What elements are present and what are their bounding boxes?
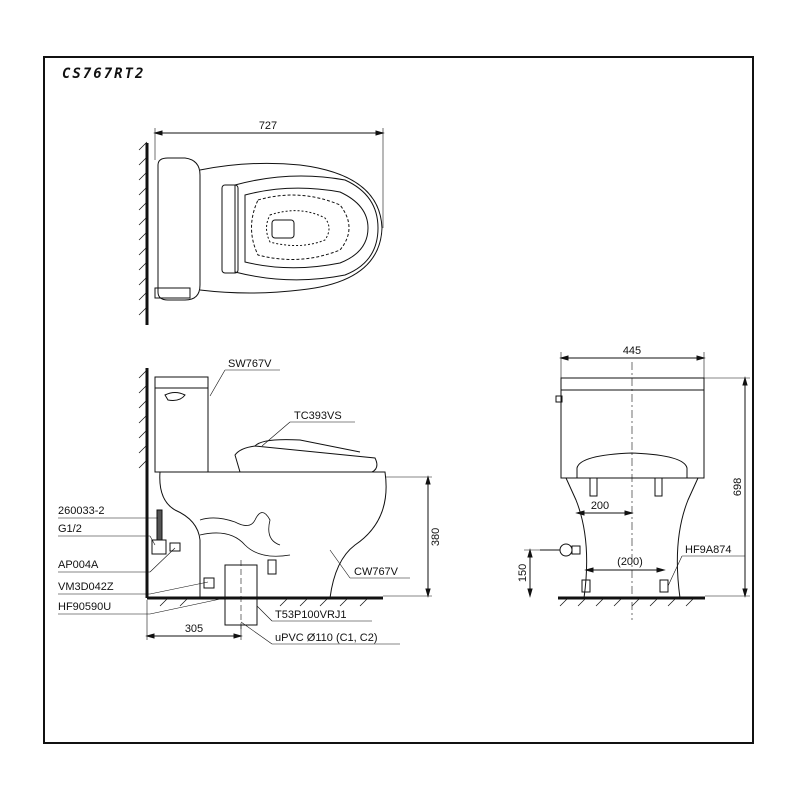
label-supply: AP004A xyxy=(58,559,99,571)
lid-side xyxy=(254,439,361,453)
seat-top xyxy=(234,175,379,281)
top-wall-hatch xyxy=(138,141,148,316)
front-floor-hatch xyxy=(559,597,695,607)
seat-front xyxy=(576,452,688,479)
label-pipe: uPVC Ø110 (C1, C2) xyxy=(275,632,378,644)
dim-380: 380 xyxy=(430,528,442,546)
dim-200-bolts: (200) xyxy=(617,556,643,568)
label-bolt: HF9A874 xyxy=(685,544,731,556)
hinge-cover xyxy=(221,184,239,274)
label-seat: TC393VS xyxy=(294,410,342,422)
top-view xyxy=(138,128,385,325)
model-title: CS767RT2 xyxy=(62,66,146,82)
side-wall-hatch xyxy=(138,369,148,469)
dim-727: 727 xyxy=(259,120,277,132)
bowl-rim-dashed xyxy=(251,194,350,260)
side-view xyxy=(58,368,432,645)
drain-hole-top xyxy=(271,219,295,239)
tank-side xyxy=(154,376,209,473)
tank-logo xyxy=(164,392,186,401)
label-flange: HF90590U xyxy=(58,601,111,613)
label-tank: SW767V xyxy=(228,358,272,370)
label-valve2: VM3D042Z xyxy=(58,581,114,593)
label-stop-valve: 260033-2 xyxy=(58,505,105,517)
bowl-outline-top xyxy=(199,162,383,294)
seat-inner xyxy=(244,187,369,269)
label-bowl: CW767V xyxy=(354,566,399,578)
label-outlet: T53P100VRJ1 xyxy=(275,609,347,621)
dim-200: 200 xyxy=(591,500,609,512)
trapway xyxy=(199,512,281,546)
bowl-front xyxy=(565,477,699,599)
dim-445: 445 xyxy=(623,345,641,357)
stop-valve-side xyxy=(151,539,167,555)
border-frame xyxy=(43,56,754,744)
dim-698: 698 xyxy=(732,478,744,496)
label-thread: G1/2 xyxy=(58,523,82,535)
tank-valve-stub xyxy=(154,287,191,299)
dim-150: 150 xyxy=(517,564,529,582)
front-view xyxy=(524,352,750,620)
bowl-side xyxy=(160,471,387,599)
dim-305: 305 xyxy=(185,623,203,635)
tank-front xyxy=(560,377,705,479)
bowl-base-left xyxy=(159,471,201,598)
bowl-well-dashed xyxy=(266,210,330,246)
seat-side xyxy=(234,445,378,473)
supply-hose xyxy=(156,509,163,541)
supply-valve-front xyxy=(559,543,573,557)
side-floor-hatch xyxy=(159,597,369,607)
tank-top xyxy=(157,157,201,301)
